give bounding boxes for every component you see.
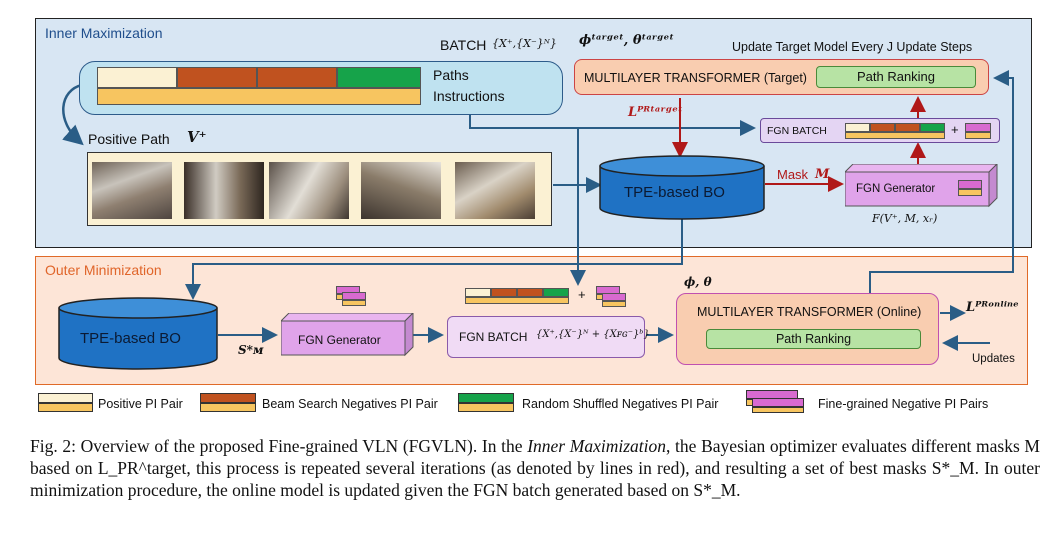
legend-swatch-random-instr xyxy=(458,403,514,412)
path-image xyxy=(184,162,264,219)
legend-label-random: Random Shuffled Negatives PI Pair xyxy=(522,397,719,411)
online-params: ϕ, θ xyxy=(684,275,712,289)
arrow-online-to-target xyxy=(869,70,1014,293)
mini-cell xyxy=(920,123,945,132)
mini-cell xyxy=(845,132,945,139)
batch-beam-path-cell xyxy=(257,67,337,88)
batch-label: BATCH xyxy=(440,37,487,53)
mini-cell xyxy=(491,288,517,297)
online-loss: Lᴾᴿᵒⁿˡⁱⁿᵉ xyxy=(966,300,1019,315)
legend-label-positive: Positive PI Pair xyxy=(98,397,183,411)
inner-bo-cylinder xyxy=(599,155,765,220)
figure-caption: Fig. 2: Overview of the proposed Fine-gr… xyxy=(30,435,1040,501)
mask-label: Mask xyxy=(777,167,809,182)
legend-label-beam: Beam Search Negatives PI Pair xyxy=(262,397,438,411)
connection-arrows xyxy=(62,70,1014,351)
target-transformer-label: MULTILAYER TRANSFORMER (Target) xyxy=(584,71,807,85)
outer-fgn-batch-label: FGN BATCH xyxy=(459,330,528,344)
mini-cell xyxy=(342,292,366,300)
mini-cell xyxy=(845,123,870,132)
batch-set: {X⁺,{X⁻}ᴺ} xyxy=(492,37,557,50)
inner-fgn-plus: + xyxy=(951,122,959,137)
outer-minimization-title: Outer Minimization xyxy=(45,262,162,278)
outer-fgn-generator-box xyxy=(281,313,414,357)
updates-label: Updates xyxy=(972,353,1015,365)
mask-symbol: M xyxy=(815,167,830,182)
legend-swatch-beam-instr xyxy=(200,403,256,412)
legend-swatch-positive xyxy=(38,393,93,403)
path-image xyxy=(361,162,441,219)
outer-fgn-batch xyxy=(447,316,645,358)
inner-bo-label: TPE-based BO xyxy=(624,184,725,201)
mini-cell xyxy=(895,123,920,132)
best-masks-label: S*ᴍ xyxy=(238,343,264,357)
mini-cell xyxy=(870,123,895,132)
mini-cell xyxy=(602,301,626,307)
outer-fgn-plus: + xyxy=(578,287,586,302)
inner-fgn-generator-label: FGN Generator xyxy=(856,183,936,195)
arrow-batch-to-fgn-batch xyxy=(469,115,756,136)
batch-random-path-cell xyxy=(337,67,421,88)
mini-cell xyxy=(602,293,626,301)
legend-swatch-fg-back-instr xyxy=(752,407,804,413)
legend-swatch-beam xyxy=(200,393,256,403)
mini-cell xyxy=(958,180,982,189)
online-path-ranking: Path Ranking xyxy=(706,329,921,349)
caption-prefix: Fig. 2: Overview of the proposed Fine-gr… xyxy=(30,436,528,456)
outer-bo-cylinder xyxy=(58,297,218,370)
online-transformer-label: MULTILAYER TRANSFORMER (Online) xyxy=(697,305,922,319)
target-params: ϕᵗᵃʳᵍᵉᵗ, θᵗᵃʳᵍᵉᵗ xyxy=(579,33,675,48)
target-path-ranking: Path Ranking xyxy=(816,66,976,88)
batch-beam-path-cell xyxy=(177,67,257,88)
inner-maximization-title: Inner Maximization xyxy=(45,25,163,41)
legend-swatch-positive-instr xyxy=(38,403,93,412)
mini-cell xyxy=(543,288,569,297)
caption-body: , the Bayesian optimizer evaluates diffe… xyxy=(30,436,1040,500)
instructions-label: Instructions xyxy=(433,88,505,104)
path-image xyxy=(455,162,535,219)
path-image xyxy=(269,162,349,219)
inner-fgn-batch-label: FGN BATCH xyxy=(767,125,827,137)
mini-cell xyxy=(965,132,991,139)
mini-cell xyxy=(958,189,982,196)
positive-path-label: Positive Path xyxy=(88,131,170,147)
inner-fgn-formula: F(V⁺, M, xᵣ) xyxy=(872,212,938,225)
outer-fgn-batch-set: {X⁺,{X⁻}ᴺ + {Xꜰɢ⁻}ᵇ} xyxy=(536,329,650,340)
positive-path-symbol: V⁺ xyxy=(187,128,207,146)
update-note: Update Target Model Every J Update Steps xyxy=(732,40,973,54)
arrow-batch-to-positive-path xyxy=(62,83,84,146)
outer-fgn-generator-label: FGN Generator xyxy=(298,333,381,347)
batch-positive-path-cell xyxy=(97,67,177,88)
mini-cell xyxy=(965,123,991,132)
batch-instruction-cell xyxy=(97,88,421,105)
caption-emphasis: Inner Maximization xyxy=(527,436,667,456)
paths-label: Paths xyxy=(433,67,469,83)
legend-swatch-fg-back xyxy=(752,398,804,407)
path-image xyxy=(92,162,172,219)
legend-label-fg: Fine-grained Negative PI Pairs xyxy=(818,397,989,411)
mini-cell xyxy=(342,300,366,306)
legend-swatch-random xyxy=(458,393,514,403)
mini-cell xyxy=(465,288,491,297)
target-loss: Lᴾᴿᵗᵃʳᵍᵉᵗ xyxy=(628,105,683,120)
arrow-bo-inner-to-bo-outer xyxy=(185,218,683,300)
mini-cell xyxy=(517,288,543,297)
outer-bo-label: TPE-based BO xyxy=(80,330,181,347)
mini-cell xyxy=(465,297,569,304)
